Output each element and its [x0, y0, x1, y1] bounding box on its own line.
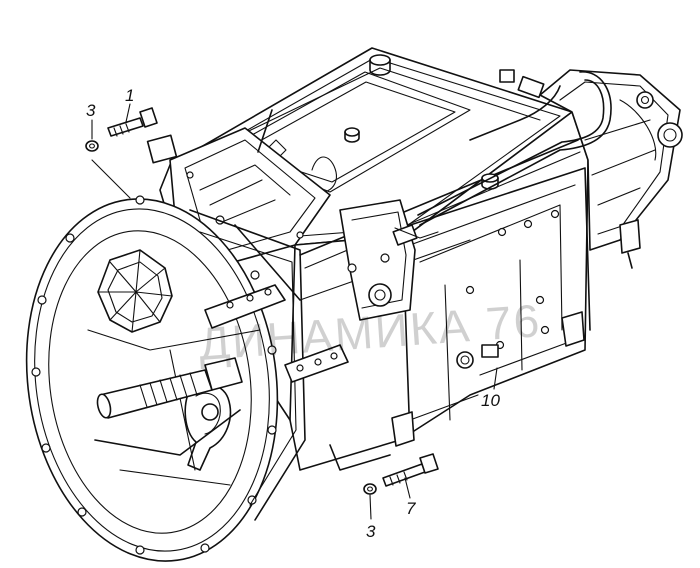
callout-label: 7 [406, 499, 416, 518]
washer-3-bottom [363, 483, 377, 495]
rear-housing [499, 69, 683, 269]
washer-3-top [85, 140, 99, 152]
valve-block [339, 199, 418, 321]
callout-label: 3 [86, 101, 96, 120]
bell-housing [25, 195, 306, 562]
leader-line [91, 159, 131, 199]
callout-label: 10 [481, 391, 500, 410]
callout-1: 1 [125, 86, 134, 123]
callout-3-bottom: 3 [366, 494, 376, 541]
bolt-7 [382, 453, 439, 487]
clutch-release-mechanism [87, 249, 349, 486]
callout-10: 10 [481, 367, 500, 410]
bolt-1 [107, 107, 158, 137]
callout-7: 7 [404, 477, 416, 518]
callout-label: 3 [366, 522, 376, 541]
hose-lines [394, 71, 657, 239]
callout-label: 1 [125, 86, 134, 105]
callout-3-top: 3 [86, 101, 96, 140]
input-shaft [96, 357, 243, 419]
